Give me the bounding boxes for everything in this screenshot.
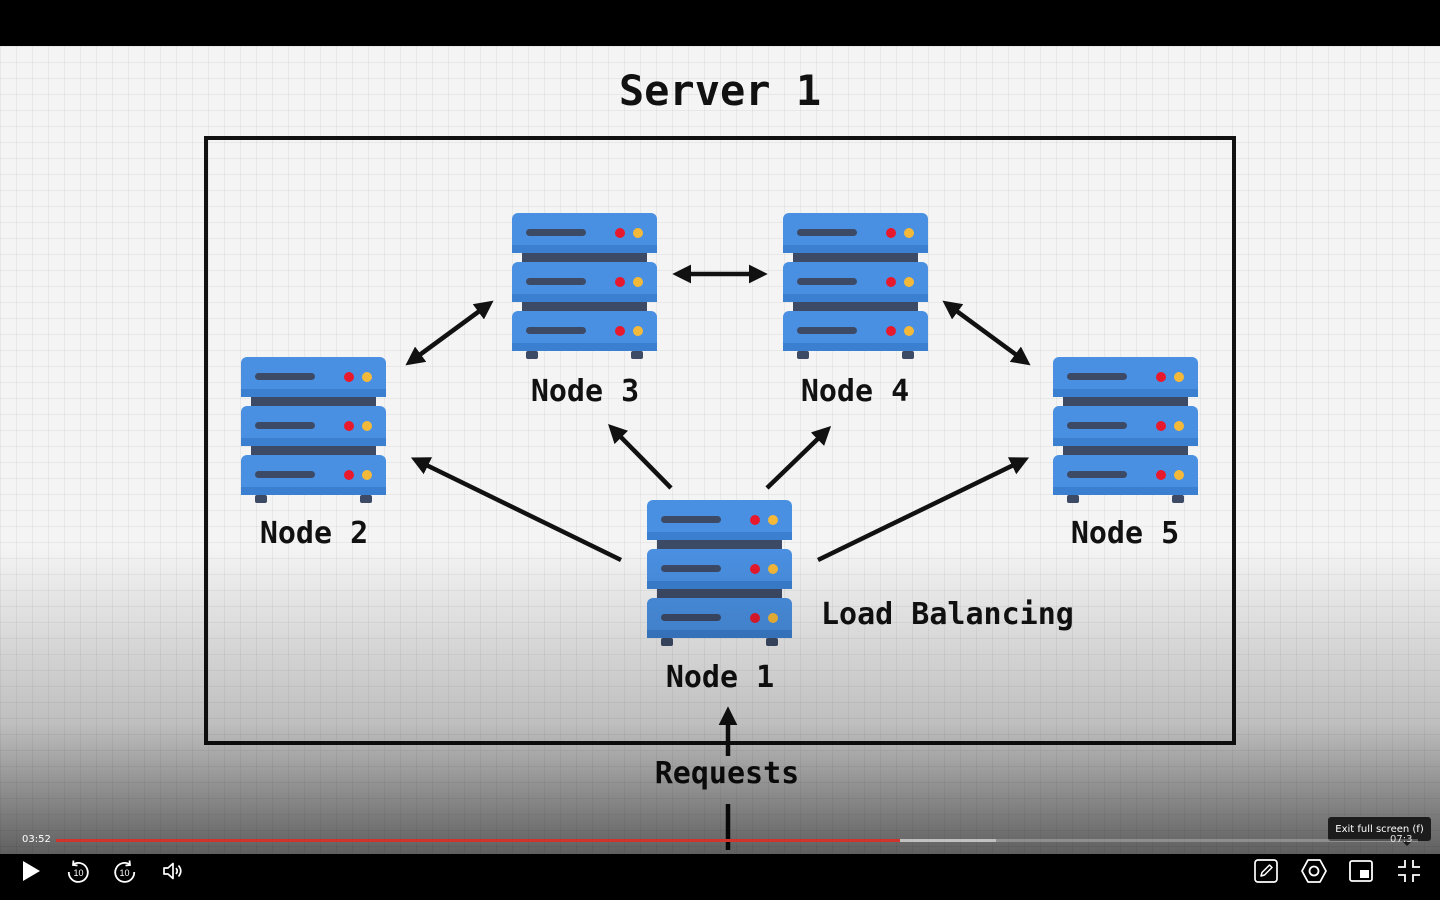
server-node-3 [512,213,657,359]
exit-fullscreen-tooltip: Exit full screen (f) [1328,817,1431,846]
picture-in-picture-icon [1349,860,1373,882]
picture-in-picture-button[interactable] [1343,855,1379,887]
server-node-4 [783,213,928,359]
volume-icon [163,862,182,880]
rewind-seconds: 10 [73,868,83,878]
server-node-1 [647,500,792,646]
requests-label: Requests [654,756,800,791]
play-button[interactable] [13,855,49,887]
exit-fullscreen-icon [1398,860,1420,882]
rewind-10-button[interactable]: 10 [60,855,96,887]
node-3-label: Node 3 [530,374,640,409]
forward-10-icon: 10 [114,860,136,883]
video-letterbox-top [0,0,1440,46]
arrow-node2-node3 [405,300,494,366]
current-time: 03:52 [22,834,51,845]
settings-button[interactable] [1296,855,1332,887]
node-5-label: Node 5 [1070,516,1180,551]
rewind-10-icon: 10 [67,860,89,883]
arrow-node1-node3 [608,423,673,490]
play-icon [23,861,40,881]
node-2-label: Node 2 [259,516,369,551]
node-1-label: Node 1 [665,660,775,695]
video-frame[interactable]: Server 1 Node 3 Node 4 Node 2 Node 5 Nod… [0,46,1440,900]
player-controls-bar [0,854,1440,900]
notes-button[interactable] [1248,855,1284,887]
total-time: 07:3 [1390,834,1413,845]
arrow-node1-node5 [817,457,1030,563]
forward-10-button[interactable]: 10 [107,855,143,887]
arrow-node4-node5 [942,300,1031,366]
node-4-label: Node 4 [800,374,910,409]
load-balancing-label: Load Balancing [821,597,1074,632]
arrow-node1-node4 [765,426,832,490]
diagram-title: Server 1 [618,66,822,115]
settings-icon [1301,859,1327,883]
server-node-2 [241,357,386,503]
volume-button[interactable] [155,855,191,887]
seek-bar[interactable] [56,839,1418,842]
forward-seconds: 10 [119,868,129,878]
exit-fullscreen-button[interactable] [1391,855,1427,887]
arrow-node1-node2 [410,457,622,563]
edit-notes-icon [1254,859,1278,883]
server-node-5 [1053,357,1198,503]
seek-bar-played [56,839,901,842]
